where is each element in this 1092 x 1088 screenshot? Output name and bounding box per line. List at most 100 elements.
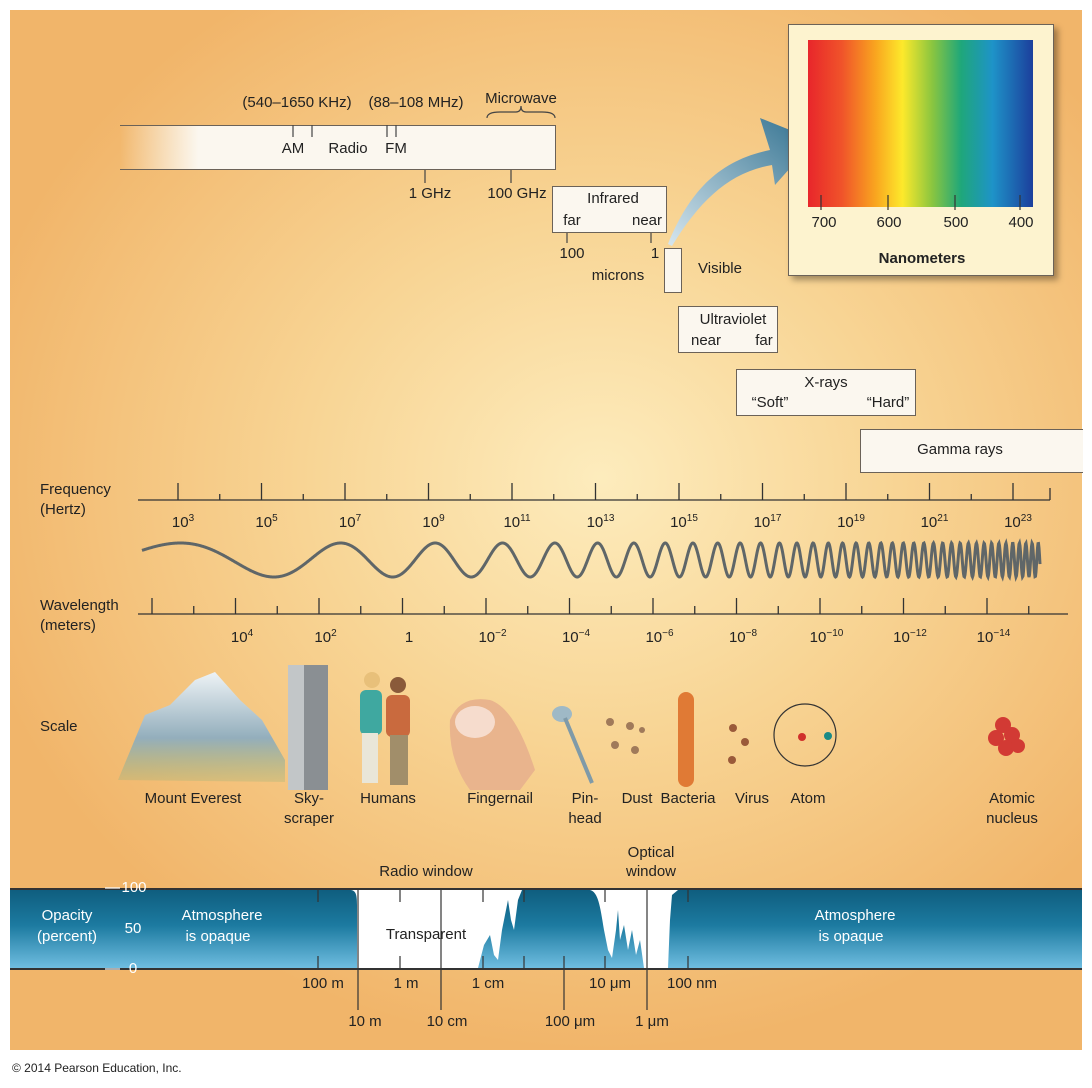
ir-100-label: 100 <box>559 245 585 262</box>
am-range-label: (540–1650 KHz) <box>242 94 352 111</box>
electromagnetic-wave <box>141 538 1042 582</box>
frequency-tick-label-base: 10 <box>586 514 604 531</box>
scale-item-label: Dust <box>621 790 653 807</box>
wl-10um: 10 μm <box>589 975 631 992</box>
nm-400: 400 <box>1008 214 1034 231</box>
infrared-label: Infrared <box>587 190 639 207</box>
wavelength-tick-label: 10−10 <box>810 625 844 647</box>
xrays-label: X-rays <box>804 374 848 391</box>
wavelength-tick-label-exponent: −6 <box>662 628 674 639</box>
opaque-right-1: Atmosphere <box>814 907 896 924</box>
visible-box <box>664 248 682 293</box>
wavelength-label: Wavelength <box>40 597 119 614</box>
wavelength-unit: (meters) <box>40 617 96 634</box>
optical-window-shape <box>590 890 678 968</box>
microwave-label: Microwave <box>485 90 557 107</box>
frequency-tick-label-exponent: 5 <box>272 513 278 524</box>
wl-100m: 100 m <box>302 975 344 992</box>
wl-1cm: 1 cm <box>471 975 505 992</box>
gamma-box <box>860 429 1083 473</box>
wavelength-tick-label-base: 10 <box>809 629 827 646</box>
radio-window-shape <box>350 890 522 968</box>
wavelength-tick-label-base: 10 <box>230 629 248 646</box>
dust-icon <box>606 718 645 754</box>
frequency-tick-label: 1017 <box>754 510 782 532</box>
wavelength-tick-label: 10−6 <box>645 625 673 647</box>
opacity-unit: (percent) <box>36 928 98 945</box>
nm-500: 500 <box>943 214 969 231</box>
frequency-tick-label: 105 <box>255 510 277 532</box>
frequency-tick-label: 107 <box>339 510 361 532</box>
scale-item-label: Mount Everest <box>144 790 242 807</box>
wavelength-tick-label-exponent: −10 <box>826 628 844 639</box>
opacity-50: 50 <box>124 920 142 937</box>
opacity-100: 100 <box>121 879 147 896</box>
optical-window-label-1: Optical <box>627 844 675 861</box>
scale-item-label: Pin- head <box>568 790 602 827</box>
gamma-label: Gamma rays <box>917 441 1003 458</box>
opacity-0: 0 <box>128 960 138 977</box>
visible-spectrum-gradient <box>808 40 1033 207</box>
frequency-tick-label-base: 10 <box>670 514 687 531</box>
frequency-tick-label: 1023 <box>1004 510 1032 532</box>
arrow-icon <box>668 118 815 246</box>
wl-100nm: 100 nm <box>666 975 718 992</box>
wavelength-tick-label: 10−14 <box>977 625 1011 647</box>
fingernail-icon <box>449 699 535 790</box>
wavelength-tick-label-base: 10 <box>314 629 332 646</box>
opaque-left-2: is opaque <box>185 928 251 945</box>
wavelength-tick-label-exponent: −4 <box>578 628 591 639</box>
copyright: © 2014 Pearson Education, Inc. <box>12 1061 182 1075</box>
wavelength-tick-label: 10−2 <box>478 625 506 647</box>
frequency-tick-label-base: 10 <box>255 514 273 531</box>
wl-1m: 1 m <box>393 975 419 992</box>
frequency-tick-label: 109 <box>422 510 444 532</box>
scale-item-label: Fingernail <box>467 790 533 807</box>
bacteria-icon <box>678 692 694 787</box>
1ghz-label: 1 GHz <box>408 185 452 202</box>
frequency-label: Frequency <box>40 481 111 498</box>
ir-near-label: near <box>631 212 663 229</box>
atom-icon <box>773 703 837 767</box>
wavelength-tick-label-exponent: −14 <box>993 628 1011 639</box>
radio-label: Radio <box>328 140 368 157</box>
wavelength-tick-label: 104 <box>231 625 253 647</box>
frequency-tick-label-exponent: 11 <box>520 513 531 524</box>
frequency-tick-label-exponent: 19 <box>853 513 865 524</box>
uv-near-label: near <box>690 332 722 349</box>
wl-10cm: 10 cm <box>426 1013 468 1030</box>
xrays-box <box>736 369 916 416</box>
nm-600: 600 <box>876 214 902 231</box>
wl-1um: 1 μm <box>635 1013 669 1030</box>
frequency-tick-label-base: 10 <box>338 514 356 531</box>
ir-1-label: 1 <box>650 245 660 262</box>
pinhead-icon <box>552 706 594 784</box>
wavelength-tick-label: 10−8 <box>729 625 757 647</box>
frequency-tick-label-exponent: 17 <box>770 513 782 524</box>
frequency-tick-label-base: 10 <box>171 514 189 531</box>
frequency-tick-label: 103 <box>172 510 194 532</box>
wavelength-tick-label-base: 10 <box>478 629 496 646</box>
skyscraper-icon <box>288 665 328 790</box>
frequency-tick-label-exponent: 15 <box>686 513 698 524</box>
scale-item-label: Sky- scraper <box>283 790 335 827</box>
mount-everest-icon <box>118 672 285 782</box>
scale-item-label: Atom <box>790 790 826 807</box>
wavelength-tick-label-base: 10 <box>561 629 579 646</box>
wavelength-tick-label-exponent: −8 <box>745 628 758 639</box>
ultraviolet-label: Ultraviolet <box>699 311 767 328</box>
nanometers-label: Nanometers <box>878 250 966 267</box>
visible-label: Visible <box>698 260 742 277</box>
frequency-tick-label-exponent: 13 <box>603 513 615 524</box>
hard-label: “Hard” <box>866 394 910 411</box>
wavelength-tick-label-base: 10 <box>645 629 663 646</box>
radio-band <box>120 125 556 170</box>
virus-icon <box>728 724 749 764</box>
soft-label: “Soft” <box>751 394 789 411</box>
frequency-tick-label-base: 10 <box>1004 514 1021 531</box>
scale-item-label: Virus <box>735 790 769 807</box>
am-label: AM <box>281 140 305 157</box>
frequency-tick-label-base: 10 <box>753 514 771 531</box>
